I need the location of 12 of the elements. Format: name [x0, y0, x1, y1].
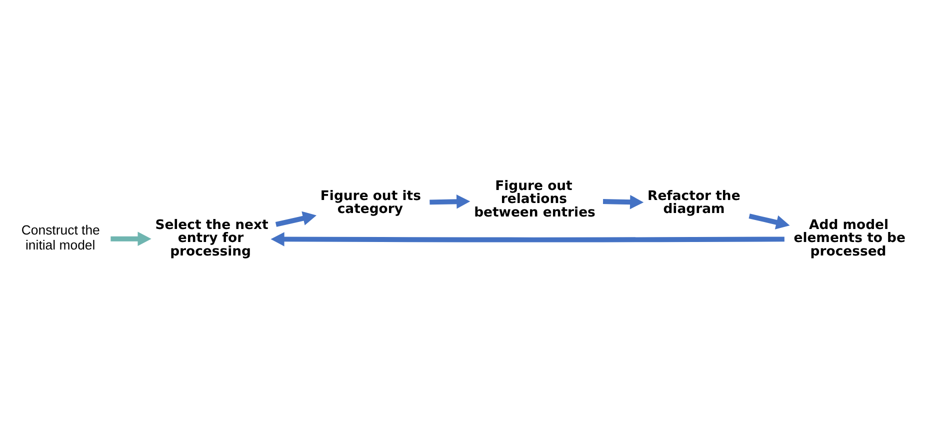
node-text: Select the next entry for processing [155, 218, 268, 260]
node-text: Refactor the diagram [648, 188, 740, 218]
node-text: Add model elements to be processed [794, 218, 906, 260]
arrow [430, 194, 470, 209]
node-text: Construct the initial model [21, 222, 100, 252]
node-text: Figure out its category [320, 188, 421, 218]
arrow [270, 232, 784, 246]
arrow [602, 194, 644, 210]
arrow [275, 211, 316, 227]
arrow [748, 214, 790, 230]
arrow [110, 232, 152, 246]
node-text: Figure out relations between entries [474, 179, 596, 220]
